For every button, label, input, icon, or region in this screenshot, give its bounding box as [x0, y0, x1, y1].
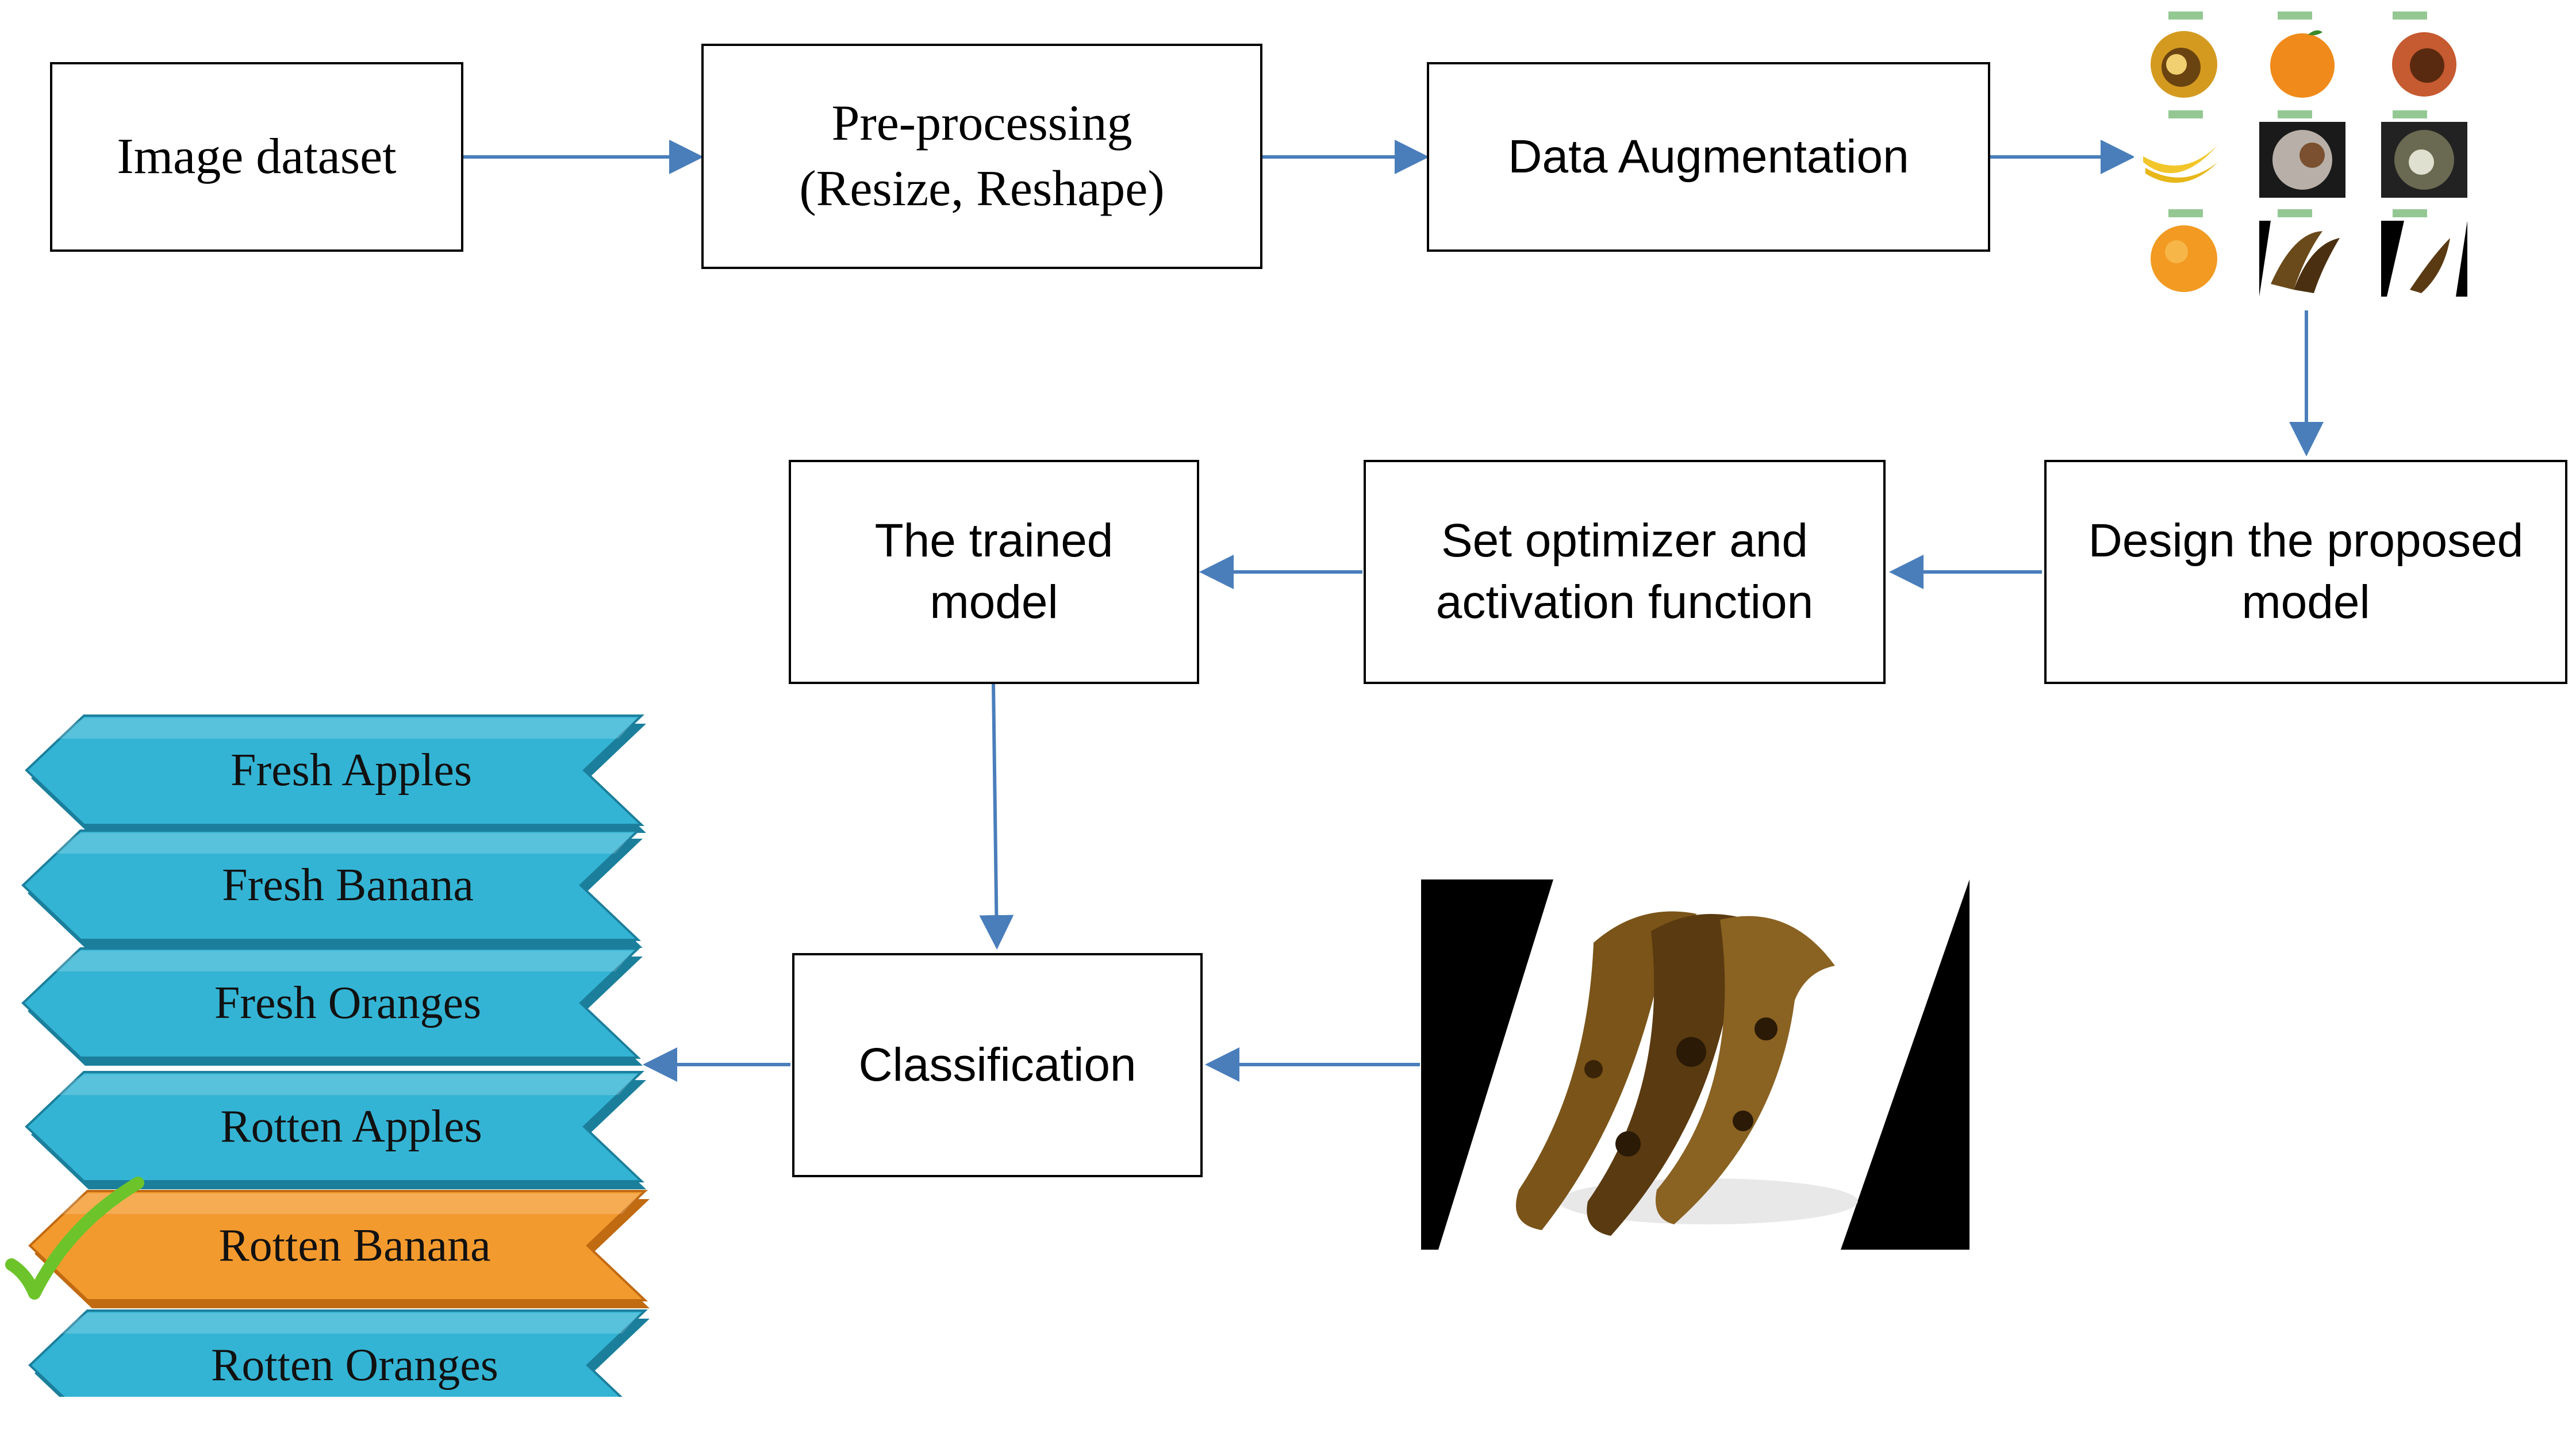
class-label-5: Rotten Oranges — [211, 1339, 498, 1390]
class-label-3: Rotten Apples — [220, 1101, 482, 1152]
rotten-apple-thumb-2 — [2392, 32, 2456, 97]
fresh-banana-thumb — [2143, 145, 2218, 183]
design-model-label: Design the proposed model — [2088, 514, 2524, 628]
classification-label: Classification — [858, 1038, 1137, 1091]
image-dataset-box: Image dataset — [50, 62, 463, 252]
rotten-apple-thumb-3 — [2381, 122, 2467, 198]
check-mark-icon — [5, 1177, 144, 1300]
preprocessing-label: Pre-processing (Resize, Reshape) — [799, 95, 1165, 217]
set-optimizer-label: Set optimizer and activation function — [1435, 514, 1814, 628]
class-chevron — [21, 829, 643, 948]
data-augmentation-label: Data Augmentation — [1508, 130, 1909, 183]
class-chevron — [25, 1071, 646, 1189]
class-labels-shapes — [21, 715, 650, 1397]
class-chevron — [28, 1309, 650, 1397]
rotten-apple-thumb — [2151, 31, 2217, 98]
class-chevron — [21, 947, 643, 1066]
fresh-orange-thumb-2 — [2151, 225, 2217, 292]
rotten-orange-thumb — [2259, 122, 2345, 198]
design-model-box: Design the proposed model — [2044, 460, 2567, 684]
rotten-banana-thumb — [2259, 221, 2340, 297]
arrow-trained-to-classification — [979, 683, 1014, 950]
input-banana-image — [1421, 879, 1970, 1250]
class-label-0: Fresh Apples — [231, 744, 472, 796]
class-labels: Fresh Apples Fresh Banana Fresh Oranges … — [0, 0, 690, 1452]
preprocessing-box: Pre-processing (Resize, Reshape) — [701, 44, 1262, 269]
class-label-4: Rotten Banana — [218, 1220, 491, 1271]
class-label-2: Fresh Oranges — [214, 977, 482, 1028]
set-optimizer-box: Set optimizer and activation function — [1364, 460, 1886, 684]
augmented-samples-image — [2134, 7, 2479, 306]
trained-model-box: The trained model — [789, 460, 1199, 684]
fresh-orange-thumb — [2270, 30, 2335, 98]
class-chevron — [25, 715, 646, 833]
class-label-1: Fresh Banana — [222, 859, 474, 911]
selected-class-chevron — [28, 1190, 650, 1308]
trained-model-label: The trained model — [874, 514, 1114, 628]
classification-box: Classification — [792, 953, 1203, 1177]
rotten-banana-thumb-2 — [2381, 221, 2467, 297]
image-dataset-label: Image dataset — [117, 128, 397, 185]
data-augmentation-box: Data Augmentation — [1427, 62, 1990, 252]
